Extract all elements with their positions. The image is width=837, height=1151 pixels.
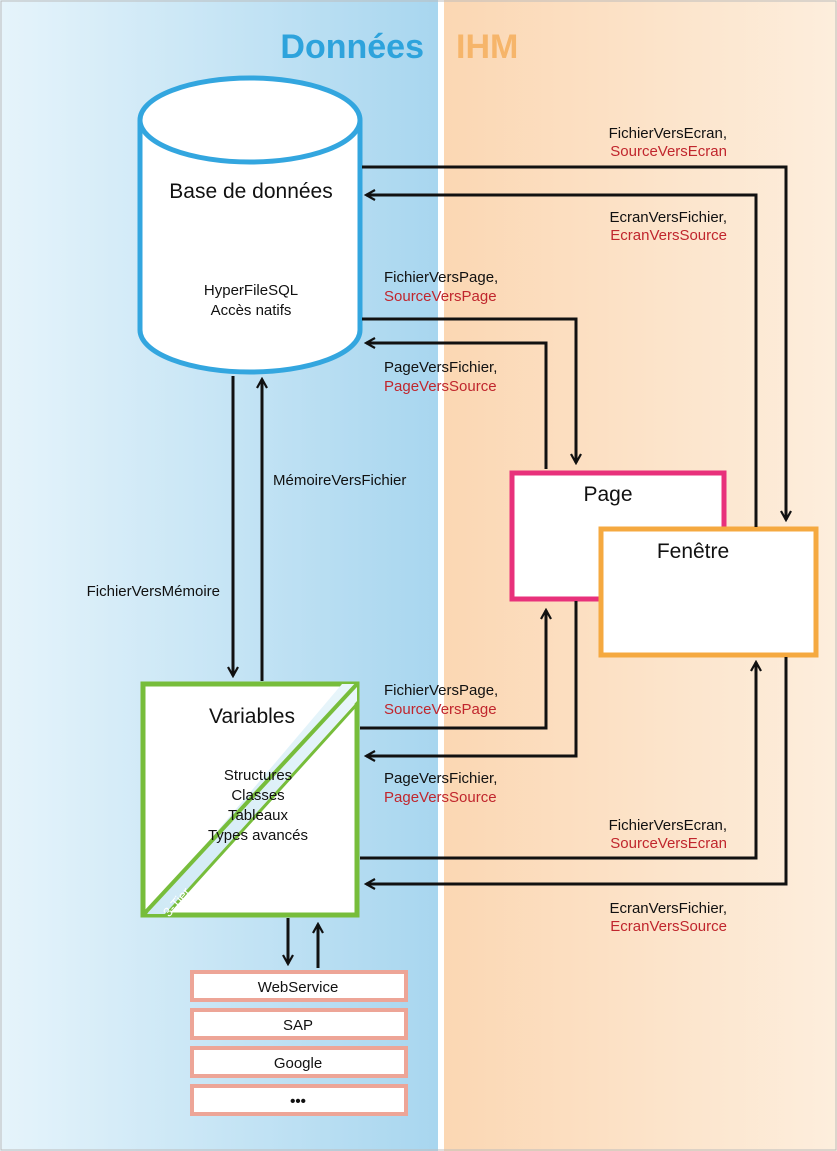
database-cylinder	[137, 75, 363, 375]
label-db-to-page-source: SourceVersPage	[384, 288, 497, 305]
label-screen-to-db: EcranVersFichier,	[609, 209, 727, 226]
source-label-more: •••	[290, 1093, 306, 1110]
label-var-to-page: FichierVersPage,	[384, 682, 498, 699]
variables-line-4: Types avancés	[208, 827, 308, 844]
variables-box	[140, 681, 360, 918]
variables-line-2: Classes	[231, 787, 284, 804]
window-box	[598, 526, 819, 658]
source-label-webservice: WebService	[258, 979, 339, 996]
variables-title: Variables	[209, 705, 295, 728]
label-db-to-page: FichierVersPage,	[384, 269, 498, 286]
label-var-to-screen: FichierVersEcran,	[609, 817, 727, 834]
arrow-db-to-page	[362, 317, 576, 463]
variables-line-3: Tableaux	[228, 807, 289, 824]
label-mem-to-db: MémoireVersFichier	[273, 472, 406, 489]
label-db-to-mem: FichierVersMémoire	[87, 583, 220, 600]
source-box-sap	[190, 1008, 408, 1040]
arrow-variables-to-page	[360, 610, 546, 730]
database-line-2: Accès natifs	[211, 302, 292, 319]
label-screen-to-var: EcranVersFichier,	[609, 900, 727, 917]
arrow-variables-to-window	[360, 662, 756, 860]
window-title: Fenêtre	[657, 540, 729, 563]
source-box-webservice	[190, 970, 408, 1002]
label-screen-to-db-source: EcranVersSource	[610, 227, 727, 244]
source-box-google	[190, 1046, 408, 1078]
header-ihm: IHM	[456, 28, 518, 66]
arrow-page-to-db	[366, 343, 548, 469]
label-page-to-db-source: PageVersSource	[384, 378, 497, 395]
source-box-more	[190, 1084, 408, 1116]
header-data: Données	[280, 28, 424, 66]
database-line-1: HyperFileSQL	[204, 282, 298, 299]
label-page-to-db: PageVersFichier,	[384, 359, 497, 376]
source-label-sap: SAP	[283, 1017, 313, 1034]
label-screen-to-var-source: EcranVersSource	[610, 918, 727, 935]
database-title: Base de données	[169, 180, 332, 203]
source-label-google: Google	[274, 1055, 322, 1072]
arrow-window-to-db	[366, 195, 758, 527]
zone-divider	[438, 0, 444, 1151]
arrow-db-to-window	[362, 165, 786, 520]
label-var-to-page-source: SourceVersPage	[384, 701, 497, 718]
arrow-window-to-variables	[366, 657, 788, 884]
arrow-page-to-variables	[366, 601, 578, 756]
label-db-to-screen: FichierVersEcran,	[609, 125, 727, 142]
variables-line-1: Structures	[224, 767, 292, 784]
label-db-to-screen-source: SourceVersEcran	[610, 143, 727, 160]
label-page-to-var: PageVersFichier,	[384, 770, 497, 787]
label-var-to-screen-source: SourceVersEcran	[610, 835, 727, 852]
page-title: Page	[583, 483, 632, 506]
label-page-to-var-source: PageVersSource	[384, 789, 497, 806]
